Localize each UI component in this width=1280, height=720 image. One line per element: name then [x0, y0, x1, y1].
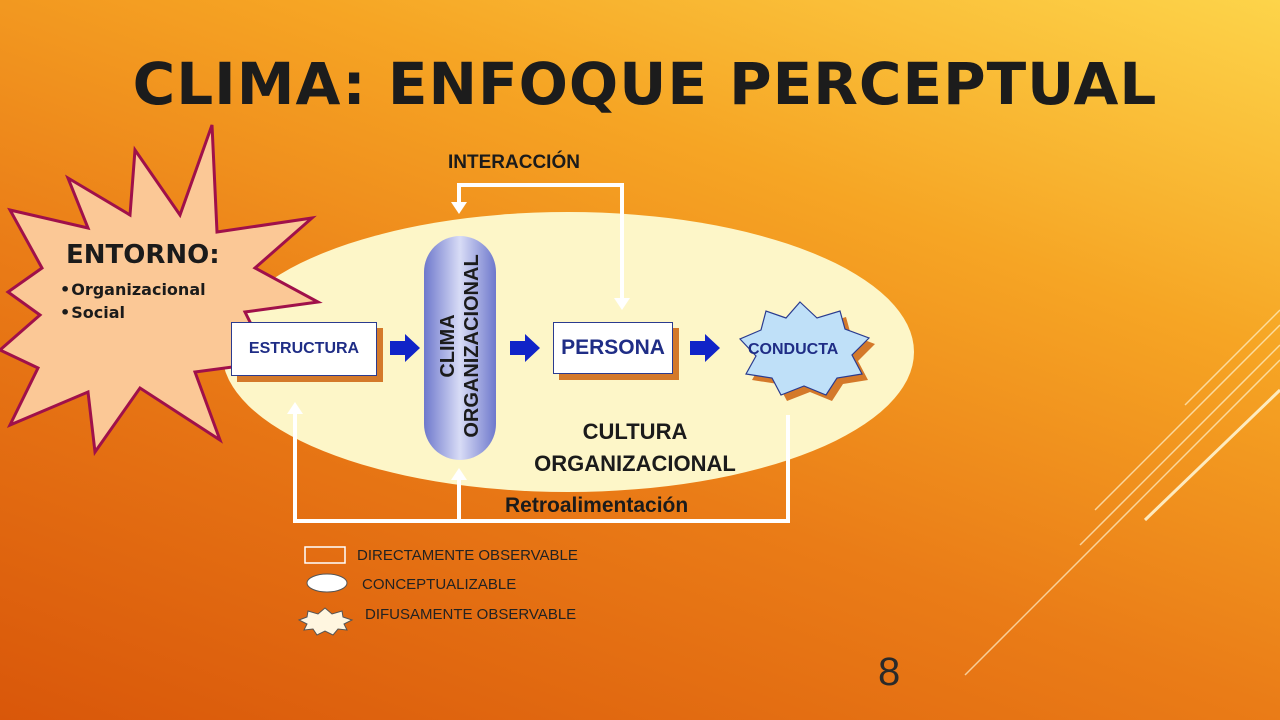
entorno-list: Organizacional Social — [60, 280, 206, 326]
clima-label: CLIMA ORGANIZACIONAL — [436, 254, 484, 437]
arrow-estructura-clima — [390, 334, 420, 362]
arrow-persona-conducta — [690, 334, 720, 362]
legend-burst-label: DIFUSAMENTE OBSERVABLE — [365, 606, 577, 623]
entorno-heading: ENTORNO: — [66, 240, 220, 270]
retroalimentacion-connector — [293, 412, 790, 523]
retroalimentacion-label: Retroalimentación — [505, 494, 689, 517]
estructura-box: ESTRUCTURA — [231, 322, 377, 376]
legend-ellipse-label: CONCEPTUALIZABLE — [362, 576, 517, 593]
retro-arrowhead-estructura — [287, 402, 303, 414]
entorno-item: Social — [60, 303, 206, 322]
conducta-label: CONDUCTA — [748, 341, 839, 358]
slide-title: CLIMA: ENFOQUE PERCEPTUAL — [132, 50, 1158, 118]
decorative-lines — [964, 309, 1280, 676]
persona-label: PERSONA — [561, 336, 665, 359]
flow-arrows — [390, 334, 720, 362]
cultura-label-line2: ORGANIZACIONAL — [534, 451, 736, 476]
legend-rect-label: DIRECTAMENTE OBSERVABLE — [357, 547, 578, 564]
persona-box: PERSONA — [553, 322, 673, 374]
estructura-label: ESTRUCTURA — [248, 340, 360, 357]
entorno-item: Organizacional — [60, 280, 205, 299]
legend-rect-shape — [304, 546, 346, 564]
page-number: 8 — [878, 650, 901, 694]
clima-label-line2: ORGANIZACIONAL — [461, 254, 483, 438]
interaccion-connector — [457, 183, 624, 300]
arrow-clima-persona — [510, 334, 540, 362]
clima-label-line1: CLIMA — [437, 314, 459, 378]
legend-burst-shape — [297, 607, 354, 636]
retro-arrowhead-clima — [451, 468, 467, 480]
cultura-label-line1: CULTURA — [582, 419, 688, 444]
cultura-label: CULTURA ORGANIZACIONAL — [505, 416, 765, 480]
persona-arrowhead-down — [614, 298, 630, 310]
clima-pill — [424, 236, 496, 460]
conducta-burst — [738, 301, 871, 396]
interaccion-label: INTERACCIÓN — [448, 152, 580, 173]
legend-ellipse-shape — [306, 573, 348, 593]
interaccion-arrowhead-down — [451, 202, 467, 214]
